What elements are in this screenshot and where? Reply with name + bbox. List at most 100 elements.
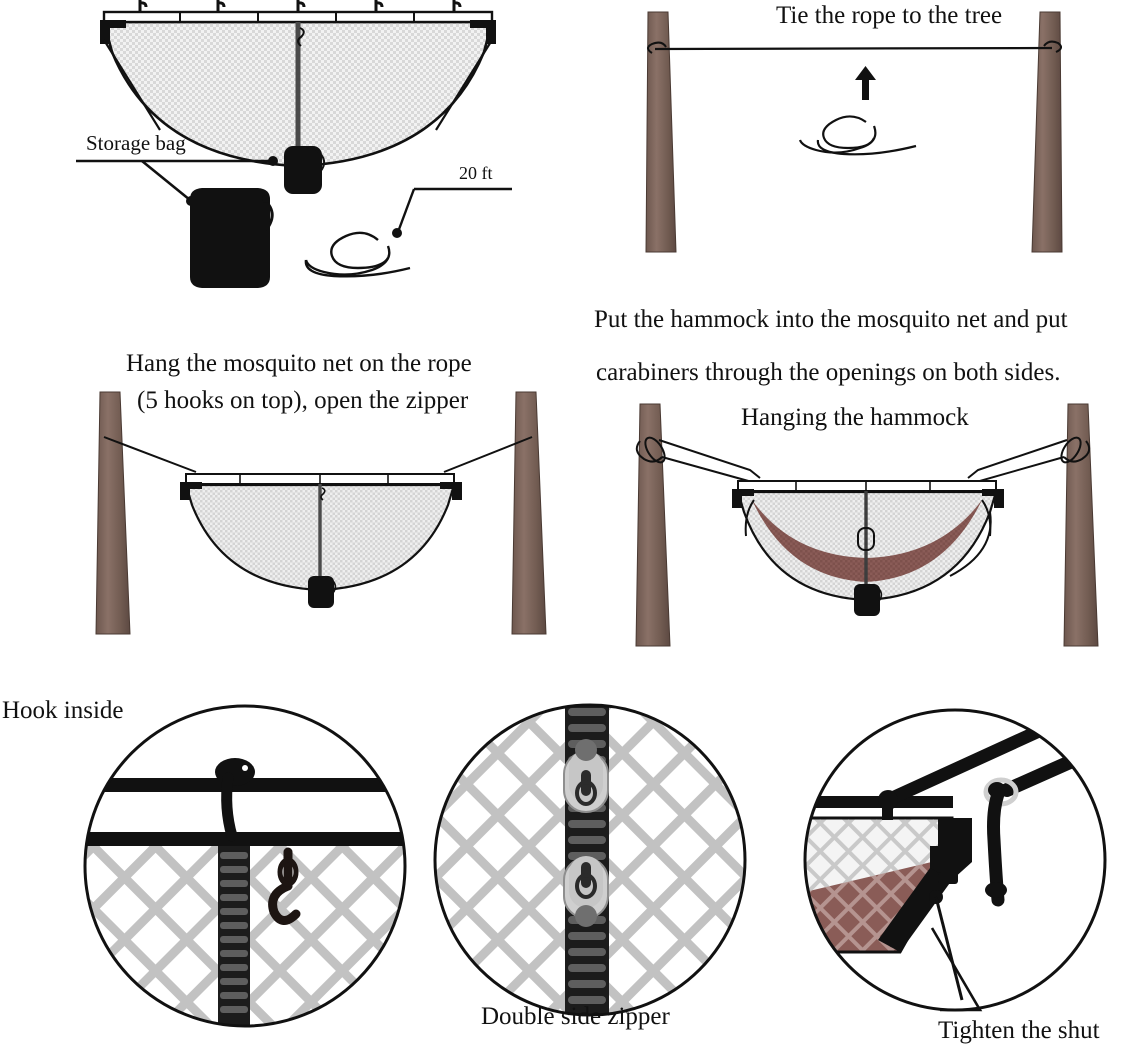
detail-double-zipper <box>433 703 747 1017</box>
strap-line-right-a <box>967 439 1068 479</box>
ridge-line-upper <box>85 778 405 792</box>
carabiner-right <box>1060 436 1082 464</box>
tied-rope-line <box>654 46 1053 51</box>
rope-left-span <box>103 436 197 473</box>
ridge-attachment <box>215 758 255 842</box>
panel-hang-hammock-step <box>635 403 1099 647</box>
corner-patch-right <box>440 482 462 500</box>
strap-buckle <box>985 882 1007 898</box>
stuff-sack-cord <box>875 585 883 602</box>
strap-upper <box>881 719 1057 807</box>
stuff-sack-cord <box>315 149 326 173</box>
rope-coil-inner <box>822 115 876 150</box>
stuff-sack-body <box>284 146 322 194</box>
slider-pull-loop <box>575 780 597 806</box>
cinch-toggle-stem <box>946 866 951 874</box>
corner-hem <box>878 868 952 952</box>
zipper-teeth-group <box>220 852 248 1013</box>
up-arrow-icon <box>855 66 876 100</box>
detail-circle-border <box>433 703 747 1017</box>
arrow-head <box>855 66 876 80</box>
knot-highlight <box>242 765 248 771</box>
corner-patch-right <box>470 20 496 44</box>
tree-trunk-left <box>95 391 131 635</box>
tree-trunk-left <box>635 403 671 647</box>
callout-dot-rope <box>392 228 402 238</box>
storage-bag <box>190 188 274 288</box>
carabiner-left <box>644 436 666 464</box>
callout-dot-net <box>268 156 278 166</box>
top-hooks-group <box>138 0 462 12</box>
hook-eye <box>277 857 299 887</box>
hammock-cord-right <box>949 511 992 577</box>
tree-trunk-right <box>1031 11 1063 253</box>
top-hook-3 <box>296 0 306 12</box>
rope-right-span <box>443 436 533 473</box>
callout-line-diagonal <box>141 159 191 202</box>
rope-knot-left <box>647 41 667 54</box>
arrow-shaft <box>862 78 869 100</box>
ridge-bar <box>737 480 997 492</box>
hang-hammock-line1: Put the hammock into the mosquito net an… <box>594 306 1068 333</box>
rope-coil-outer <box>304 245 391 276</box>
top-hook-5 <box>452 0 462 12</box>
mosquito-net-mid-right <box>732 480 1004 602</box>
double-side-zipper-label: Double side zipper <box>481 1003 670 1030</box>
corner-cord-right <box>435 39 493 131</box>
rope-coil-inner <box>330 231 390 270</box>
detail-hook-inside <box>83 704 407 1028</box>
knot-blob <box>215 758 255 786</box>
corner-patch-right <box>982 489 1004 508</box>
ridge-line-lower <box>85 832 405 846</box>
tree-trunk-right <box>1063 403 1099 647</box>
hang-net-title-line1: Hang the mosquito net on the rope <box>126 350 472 377</box>
strap-right <box>1000 755 1077 797</box>
corner-patch-left <box>732 489 754 508</box>
storage-bag-body <box>190 188 270 288</box>
top-hook-1 <box>138 0 148 12</box>
ridge-bar <box>102 10 494 24</box>
detail-tighten-shut <box>803 708 1107 1012</box>
hang-hammock-line2: carabiners through the openings on both … <box>596 359 1061 386</box>
center-carabiner <box>857 527 875 551</box>
coiled-rope-top-left <box>304 231 411 278</box>
panel-hang-net-step <box>95 391 547 635</box>
cinch-cord-left <box>744 499 755 537</box>
tree-trunk-right <box>511 391 547 635</box>
hammock-fabric <box>752 500 982 582</box>
cinch-toggle <box>938 872 958 884</box>
callout-line-diagonal <box>396 188 416 233</box>
attached-stuff-sack <box>854 584 883 616</box>
zipper-pull-icon <box>320 487 326 501</box>
corner-hardware <box>930 818 972 880</box>
corner-patch-left <box>180 482 202 500</box>
hanging-hammock-subtitle: Hanging the hammock <box>741 404 969 431</box>
strap-line-left-a <box>658 439 761 479</box>
rope-length-callout <box>392 187 512 238</box>
storage-bag-label: Storage bag <box>86 131 186 155</box>
tie-rope-title: Tie the rope to the tree <box>776 2 1003 29</box>
mosquito-net-mid-left <box>180 473 462 592</box>
stuff-sack-body <box>854 584 880 616</box>
hang-net-title-line2: (5 hooks on top), open the zipper <box>137 387 469 414</box>
storage-bag-toggle <box>262 195 270 203</box>
coiled-rope-top-right <box>798 115 917 156</box>
slider-pull-loop <box>575 873 597 899</box>
zipper-slider-lower <box>563 856 609 927</box>
top-hook-2 <box>216 0 226 12</box>
top-hook-4 <box>374 0 384 12</box>
slider-pull-ring <box>575 905 597 927</box>
corner-cord-left <box>103 39 161 131</box>
panel-storage-and-rope <box>76 0 512 288</box>
attached-stuff-sack <box>308 576 337 608</box>
strap-drop <box>882 800 893 820</box>
rope-tail <box>816 139 917 156</box>
tighten-callout-line <box>930 927 983 1012</box>
rope-coil-outer <box>798 125 877 154</box>
attached-stuff-sack <box>284 146 326 194</box>
rope-tail <box>304 259 411 278</box>
hook-curve <box>268 881 301 925</box>
slider-pull-ring <box>575 739 597 761</box>
